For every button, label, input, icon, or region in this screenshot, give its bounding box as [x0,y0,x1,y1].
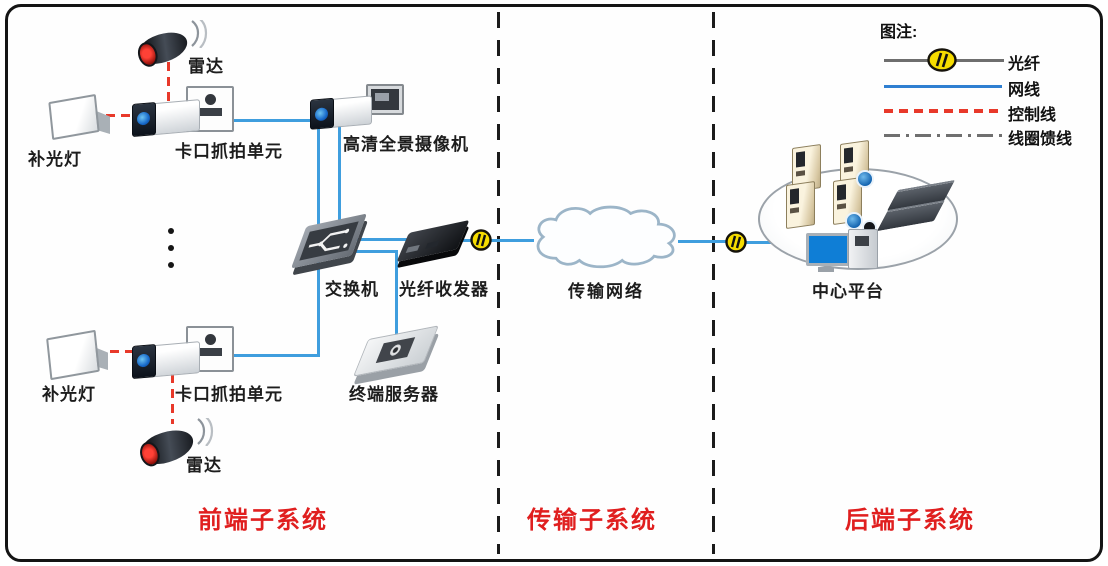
legend-network-label: 网线 [1008,82,1041,99]
net-line-capture-top-h [208,119,320,122]
repeat-ellipsis-dot [168,245,174,251]
legend-control-label: 控制线 [1008,107,1057,124]
fill-light-bottom-icon [46,329,116,381]
net-line-cloud-connector [678,240,728,243]
capture-unit-top-label: 卡口抓拍单元 [175,142,283,161]
legend-title: 图注: [880,24,918,41]
switch-port-pattern [308,228,350,252]
capture-unit-bottom-icon [132,326,234,380]
terminal-server-label: 终端服务器 [349,385,439,404]
repeat-ellipsis-dot [168,262,174,268]
camera-icon [132,341,200,380]
terminal-server-icon [350,325,442,380]
net-line-connector-platform [744,241,774,244]
repeat-ellipsis-dot [168,228,174,234]
control-line-filllight-bottom [110,350,144,353]
zone-label-front: 前端子系统 [198,507,328,534]
server-tower-icon [786,180,815,230]
radar-bottom-icon [136,418,218,472]
net-line-panoramic-v [338,124,341,228]
cloud-icon [536,205,676,269]
legend-coil-feeder-line [884,134,1002,137]
fiber-connector-icon [725,231,747,253]
signal-waves-icon [191,20,208,48]
radar-top-icon [134,20,216,74]
panoramic-camera-icon [310,84,408,132]
legend-control-line [884,109,1000,113]
switch-label: 交换机 [325,280,379,299]
capture-unit-top-icon [132,86,234,138]
fiber-connector-icon [927,48,957,72]
database-icon [845,212,863,230]
radar-bottom-label: 雷达 [186,456,222,475]
control-line-filllight-top [106,114,142,117]
cloud-label: 传输网络 [568,282,644,301]
net-line-connector-cloud [490,239,534,242]
legend: 图注: 光纤 网线 控制线 线圈馈线 [876,16,1096,151]
zone-label-transmission: 传输子系统 [527,507,657,534]
database-icon [856,170,874,188]
fiber-transceiver-label: 光纤收发器 [399,280,489,299]
legend-coil-feeder-label: 线圈馈线 [1008,131,1073,148]
workstation-monitor-icon [806,233,850,272]
zone-separator-left [497,12,500,554]
signal-waves-icon [197,418,214,446]
zone-label-back: 后端子系统 [845,507,975,534]
switch-icon [290,213,374,274]
center-platform-label: 中心平台 [812,282,884,301]
fill-light-top-label: 补光灯 [28,150,82,169]
legend-fiber-label: 光纤 [1008,56,1041,73]
control-line-radar-bottom [171,374,174,424]
camera-icon [132,99,200,138]
net-line-capture-bottom-v [317,262,320,357]
net-line-terminal-h [356,250,398,253]
net-line-terminal-v [395,250,398,338]
net-line-capture-top-v [317,119,320,233]
net-line-switch-transceiver [348,238,412,241]
monitor-icon [366,84,404,115]
fill-light-top-icon [48,93,118,141]
control-line-radar-top [167,62,170,102]
capture-unit-bottom-label: 卡口抓拍单元 [175,385,283,404]
net-line-transceiver-connector [452,239,474,242]
fill-light-bottom-label: 补光灯 [42,385,96,404]
radar-top-label: 雷达 [188,57,224,76]
fiber-connector-icon [470,229,492,251]
net-line-capture-bottom-h [208,354,320,357]
panoramic-camera-label: 高清全景摄像机 [343,135,469,154]
fiber-transceiver-icon [394,219,474,266]
legend-network-line [884,85,1002,88]
workstation-tower-icon [848,229,878,269]
zone-separator-right [712,12,715,554]
